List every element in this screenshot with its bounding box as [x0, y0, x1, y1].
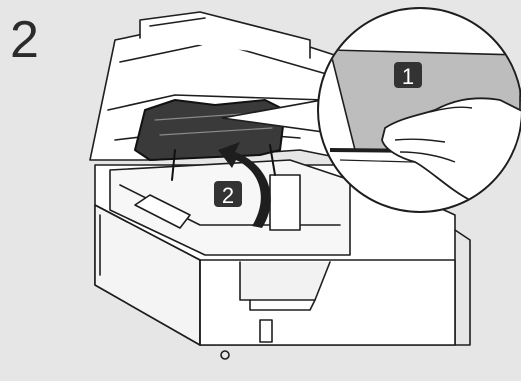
callout-badge-1: 1: [394, 62, 422, 89]
zoom-callout: [318, 8, 521, 212]
printer-front-panel: [200, 260, 455, 345]
callout-badge-2: 2: [214, 181, 242, 208]
callout-label-2: 2: [222, 183, 234, 208]
inner-cover: [135, 100, 285, 160]
callout-label-1: 1: [402, 64, 414, 89]
power-button-icon: [221, 351, 229, 359]
output-tray: [240, 262, 330, 300]
front-door-handle: [260, 320, 272, 342]
